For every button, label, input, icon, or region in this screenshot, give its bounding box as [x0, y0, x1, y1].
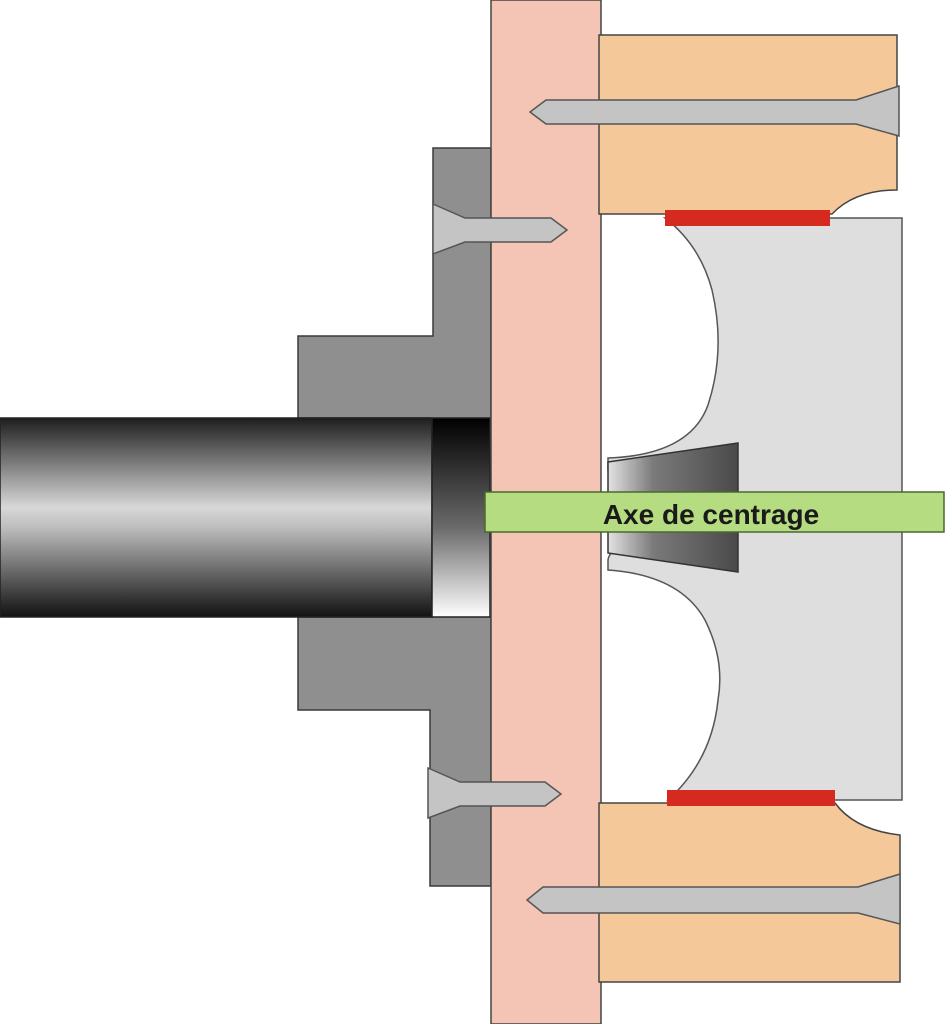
centering-axis-bar	[484, 491, 945, 533]
lower-red-pad	[667, 790, 835, 806]
centering-axis-label: Axe de centrage	[603, 499, 819, 530]
upper-red-pad	[665, 210, 830, 226]
spindle-shaft	[0, 417, 433, 618]
upper-short-screw	[432, 202, 569, 256]
lower-short-screw	[427, 766, 563, 820]
upper-long-screw	[528, 84, 900, 137]
centering-axis: Axe de centrage	[484, 491, 945, 533]
spindle-nose	[431, 417, 491, 618]
lower-long-screw	[525, 872, 901, 925]
